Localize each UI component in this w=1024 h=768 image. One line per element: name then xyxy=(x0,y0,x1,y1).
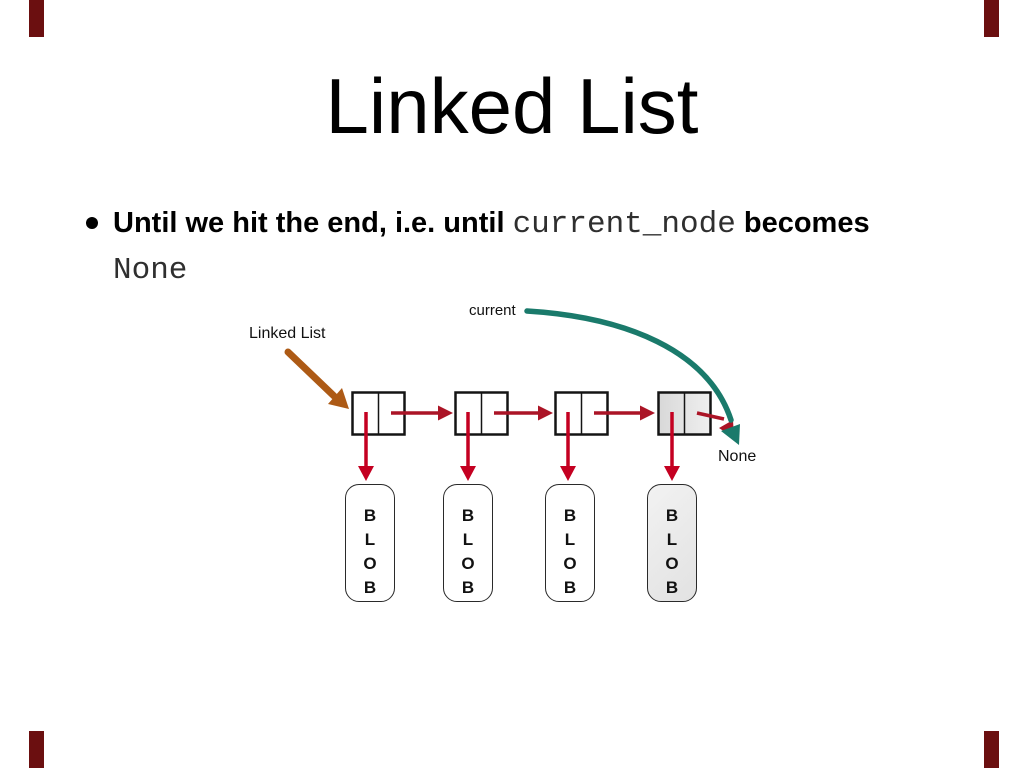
list-head-arrow-head xyxy=(328,388,349,409)
bullet-text-before: Until we hit the end, i.e. until xyxy=(113,207,513,239)
blob-arrow-1-head xyxy=(358,466,374,481)
next-arrow-2-head xyxy=(538,405,553,421)
diagram-label-current: current xyxy=(469,302,516,319)
blob-arrow-1 xyxy=(358,412,374,481)
blob-2-label: B L O B xyxy=(461,506,475,597)
bullet-text-after: becomes xyxy=(735,207,870,239)
blob-3-label: B L O B xyxy=(563,506,577,597)
current-arrow-curve xyxy=(524,308,734,423)
none-arrow-line xyxy=(696,411,725,421)
blob-1-label: B L O B xyxy=(363,506,377,597)
next-arrow-1-head xyxy=(438,405,453,421)
blob-arrow-3-head xyxy=(560,466,576,481)
blob-4-label: B L O B xyxy=(665,506,679,597)
blob-box-3: B L O B xyxy=(545,484,595,602)
list-head-arrow-line xyxy=(284,348,338,400)
blob-arrow-2-head xyxy=(460,466,476,481)
blob-arrow-4-head xyxy=(664,466,680,481)
corner-accent-top-right xyxy=(984,0,999,37)
next-pointer-arrow-3 xyxy=(594,405,655,421)
next-pointer-arrow-1 xyxy=(391,405,453,421)
blob-box-1: B L O B xyxy=(345,484,395,602)
blob-arrow-4 xyxy=(664,412,680,481)
corner-accent-bottom-left xyxy=(29,731,44,768)
next-pointer-arrow-2 xyxy=(494,405,553,421)
bullet-icon xyxy=(86,217,98,229)
bullet-text: Until we hit the end, i.e. until current… xyxy=(113,201,923,293)
blob-box-2: B L O B xyxy=(443,484,493,602)
current-pointer-arrow xyxy=(524,308,740,445)
next-arrow-3-head xyxy=(640,405,655,421)
node-box-3 xyxy=(554,391,609,436)
blob-arrow-3 xyxy=(560,412,576,481)
blob-arrow-2 xyxy=(460,412,476,481)
current-arrow-head xyxy=(721,424,740,445)
blob-box-4-shaded: B L O B xyxy=(647,484,697,602)
bullet-code-none: None xyxy=(113,253,188,288)
list-head-arrow xyxy=(284,348,349,409)
diagram-label-linked-list: Linked List xyxy=(249,325,326,342)
slide-title: Linked List xyxy=(325,62,699,150)
corner-accent-bottom-right xyxy=(984,731,999,768)
corner-accent-top-left xyxy=(29,0,44,37)
diagram-label-none: None xyxy=(718,448,757,465)
bullet-code-current-node: current_node xyxy=(512,207,736,242)
